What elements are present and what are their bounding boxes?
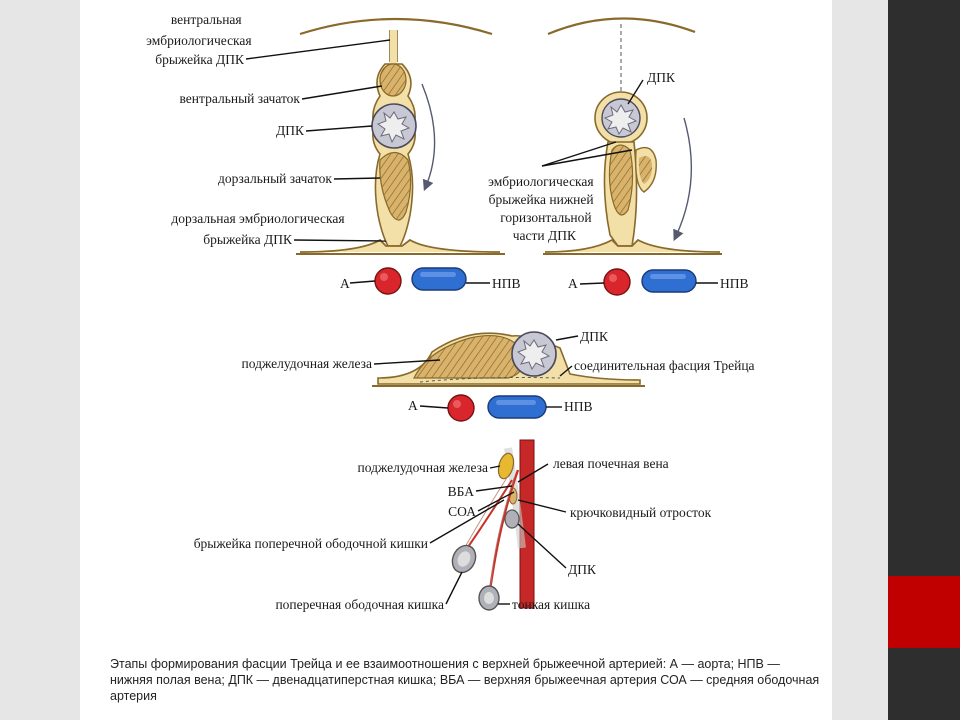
dorsal-bud-shape [379,151,412,221]
dorsal-mesentery-base-2 [544,238,721,253]
label-left-renal-vein: левая почечная вена [553,456,669,471]
leader-lines [245,39,718,605]
ventral-wall-curve [299,17,493,36]
panel-2 [543,17,722,296]
panel2-mesentery-line-4: части ДПК [513,228,577,243]
label-aorta-3: А [408,398,418,413]
label-dpk-4: ДПК [568,562,597,577]
ventral-mesentery-line-1: вентральная [171,12,242,27]
ventral-wall-curve-2 [547,17,696,36]
panel-3 [372,331,645,422]
panel2-mesentery-line-2: брыжейка нижней [489,192,594,207]
label-transverse-colon: поперечная ободочная кишка [275,597,444,612]
label-mca: СОА [448,504,476,519]
ivc-2 [641,269,697,293]
label-treitz-fascia: соединительная фасция Трейца [574,358,755,373]
label-uncinate: крючковидный отросток [570,505,712,520]
dpk-lumen-1 [376,111,411,144]
label-ivc-1: НПВ [492,276,521,291]
side-accent-block [888,576,960,648]
rotation-arrow-1 [421,83,436,192]
label-aorta-2: А [568,276,578,291]
ventral-mesentery-line-2: эмбриологическая [146,33,252,48]
aorta-1 [374,267,402,295]
label-ventral-mesentery: вентральная эмбриологическая брыжейка ДП… [146,12,255,67]
label-dpk-2: ДПК [647,70,676,85]
panel2-mesentery-line-3: горизонтальной [500,210,591,225]
label-ivc-3: НПВ [564,399,593,414]
label-dorsal-bud: дорзальный зачаток [218,171,332,186]
aorta-2 [603,268,631,296]
label-aorta-1: А [340,276,350,291]
sma-vessel [488,469,520,591]
dpk-small [504,509,520,529]
label-dpk-1: ДПК [276,123,305,138]
labels: вентральная эмбриологическая брыжейка ДП… [146,12,754,612]
label-ventral-bud: вентральный зачаток [180,91,301,106]
label-panel2-mesentery: эмбриологическая брыжейка нижней горизон… [488,174,597,243]
label-ivc-2: НПВ [720,276,749,291]
panel-1 [296,17,505,295]
label-dorsal-mesentery: дорзальная эмбриологическая брыжейка ДПК [171,211,348,247]
label-pancreas-4: поджелудочная железа [358,460,488,475]
pancreas-small [497,452,515,480]
dorsal-mesentery-line-1: дорзальная эмбриологическая [171,211,344,226]
aorta-3 [447,394,475,422]
treitz-fascia-dashed [419,377,561,383]
label-dpk-3: ДПК [580,329,609,344]
ventral-mesentery-line-3: брыжейка ДПК [155,52,245,67]
rotation-arrow-2 [673,117,693,242]
label-transverse-mesocolon: брыжейка поперечной ободочной кишки [194,536,428,551]
label-small-intestine: тонкая кишка [512,597,590,612]
dorsal-mesentery-line-2: брыжейка ДПК [203,232,293,247]
dorsal-mesentery-base [299,238,501,253]
ivc-1 [411,267,467,291]
figure-caption: Этапы формирования фасции Трейца и ее вз… [110,657,820,703]
ivc-3 [487,395,547,419]
label-pancreas-3: поджелудочная железа [242,356,372,371]
panel-4 [451,439,535,611]
dorsal-bud-2 [608,144,634,216]
ventral-bud-shape [379,63,407,97]
label-sma: ВБА [448,484,475,499]
panel2-mesentery-line-1: эмбриологическая [488,174,594,189]
